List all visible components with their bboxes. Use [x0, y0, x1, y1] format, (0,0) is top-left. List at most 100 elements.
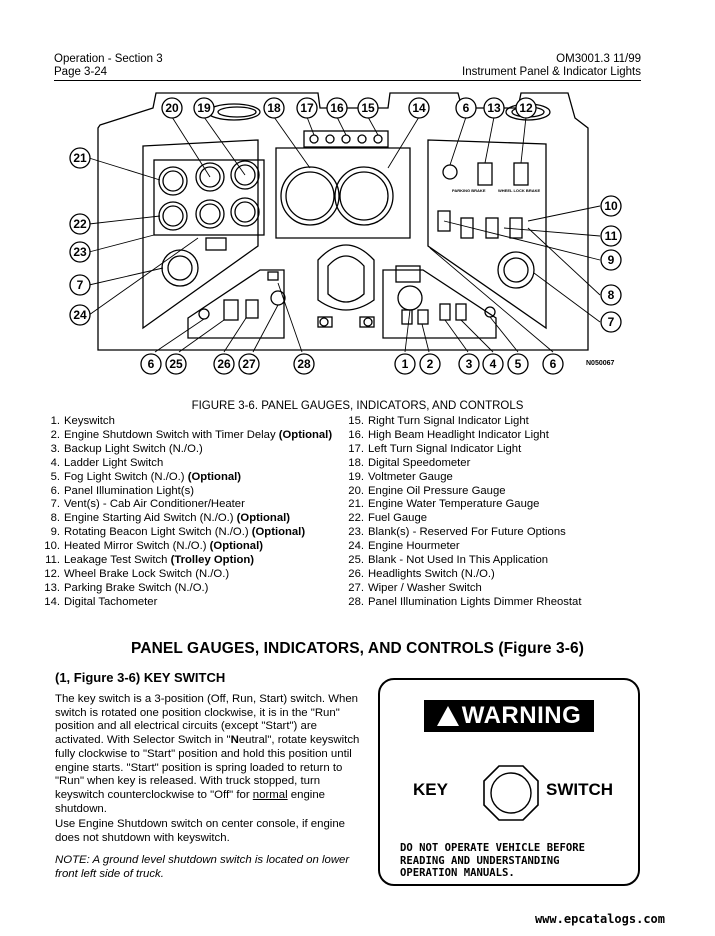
legend-item: 1.Keyswitch: [50, 415, 115, 427]
callout-6-bottom-left: 6: [140, 353, 162, 375]
callout-27: 27: [238, 353, 260, 375]
callout-3: 3: [458, 353, 480, 375]
section-label: Operation - Section 3: [54, 53, 163, 65]
svg-text:19: 19: [197, 101, 211, 115]
header-rule: [54, 80, 641, 81]
callout-20: 20: [161, 97, 183, 119]
keyswitch-description: The key switch is a 3-position (Off, Run…: [55, 693, 360, 815]
legend-item: 2.Engine Shutdown Switch with Timer Dela…: [50, 428, 333, 441]
callout-14: 14: [408, 97, 430, 119]
legend-item: 5.Fog Light Switch (N./O.) (Optional): [50, 470, 242, 483]
svg-text:4: 4: [490, 357, 497, 371]
svg-text:5: 5: [515, 357, 522, 371]
footer-url: www.epcatalogs.com: [534, 912, 665, 926]
switch-label: SWITCH: [546, 780, 614, 799]
subsection-title: (1, Figure 3-6) KEY SWITCH: [55, 670, 226, 685]
warning-banner: WARNING: [424, 700, 594, 732]
chapter-title: Instrument Panel & Indicator Lights: [462, 66, 641, 78]
callout-23: 23: [69, 241, 91, 263]
callout-7-right: 7: [600, 311, 622, 333]
svg-text:2: 2: [427, 357, 434, 371]
key-label: KEY: [413, 780, 448, 799]
octagon-button-icon: [483, 765, 539, 821]
legend-item: 18.Digital Speedometer: [348, 456, 471, 469]
legend-item: 27.Wiper / Washer Switch: [348, 581, 482, 594]
legend-item: 21.Engine Water Temperature Gauge: [348, 498, 540, 511]
figure-caption: FIGURE 3-6. PANEL GAUGES, INDICATORS, AN…: [191, 400, 524, 412]
left-console: [187, 269, 285, 339]
callout-28: 28: [293, 353, 315, 375]
svg-text:20: 20: [165, 101, 179, 115]
legend-item: 14.Digital Tachometer: [44, 595, 158, 608]
legend-item: 7.Vent(s) - Cab Air Conditioner/Heater: [50, 498, 245, 511]
legend-item: 20.Engine Oil Pressure Gauge: [348, 484, 506, 497]
warning-text: DO NOT OPERATE VEHICLE BEFORE READING AN…: [400, 842, 585, 879]
callout-8: 8: [600, 284, 622, 306]
callout-25: 25: [165, 353, 187, 375]
legend-right: 15.Right Turn Signal Indicator Light 16.…: [344, 415, 581, 610]
svg-text:3: 3: [466, 357, 473, 371]
svg-text:24: 24: [73, 308, 87, 322]
top-vent-left: [207, 103, 261, 121]
right-subpanel: [427, 139, 547, 330]
svg-text:13: 13: [487, 101, 501, 115]
callout-4: 4: [482, 353, 504, 375]
svg-text:16: 16: [330, 101, 344, 115]
ground-shutdown-note: NOTE: A ground level shutdown switch is …: [55, 854, 350, 880]
left-gauge-cluster: [153, 159, 265, 236]
center-gauge-panel: [275, 147, 411, 239]
legend-item: 15.Right Turn Signal Indicator Light: [348, 415, 529, 427]
indicator-strip: [303, 130, 389, 148]
section-title: PANEL GAUGES, INDICATORS, AND CONTROLS (…: [131, 640, 584, 657]
callout-19: 19: [193, 97, 215, 119]
svg-text:23: 23: [73, 245, 87, 259]
legend-item: 13.Parking Brake Switch (N./O.): [44, 581, 209, 594]
svg-text:11: 11: [605, 229, 618, 243]
right-console: [382, 269, 497, 339]
svg-text:26: 26: [217, 357, 231, 371]
speedometer-gauge: [280, 166, 340, 226]
legend-item: 28.Panel Illumination Lights Dimmer Rheo…: [348, 595, 582, 608]
svg-text:27: 27: [242, 357, 256, 371]
shutdown-instruction: Use Engine Shutdown switch on center con…: [55, 818, 346, 844]
callout-12: 12: [515, 97, 537, 119]
keyswitch: [397, 285, 423, 311]
right-vent: [497, 251, 535, 289]
svg-text:21: 21: [73, 151, 87, 165]
callout-26: 26: [213, 353, 235, 375]
callout-7-left: 7: [69, 274, 91, 296]
legend-item: 23.Blank(s) - Reserved For Future Option…: [348, 526, 566, 539]
center-console: [317, 244, 375, 311]
legend-item: 3.Backup Light Switch (N./O.): [50, 442, 203, 455]
tachometer-gauge: [334, 166, 394, 226]
svg-text:28: 28: [297, 357, 311, 371]
svg-text:7: 7: [608, 315, 615, 329]
callout-16: 16: [326, 97, 348, 119]
svg-text:7: 7: [77, 278, 84, 292]
legend-item: 12.Wheel Brake Lock Switch (N./O.): [44, 567, 230, 580]
svg-text:1: 1: [402, 357, 409, 371]
legend-item: 22.Fuel Gauge: [348, 512, 428, 525]
callout-15: 15: [357, 97, 379, 119]
wheel-lock-switch: [513, 162, 529, 186]
svg-text:18: 18: [267, 101, 281, 115]
parking-brake-label: PARKING BRAKE: [452, 188, 486, 193]
svg-text:17: 17: [300, 101, 314, 115]
svg-text:6: 6: [463, 101, 470, 115]
callout-17: 17: [296, 97, 318, 119]
svg-text:15: 15: [361, 101, 375, 115]
callout-22: 22: [69, 213, 91, 235]
svg-text:9: 9: [608, 253, 615, 267]
callout-9: 9: [600, 249, 622, 271]
legend-item: 16.High Beam Headlight Indicator Light: [348, 428, 549, 441]
legend-left: 1.Keyswitch 2.Engine Shutdown Switch wit…: [40, 415, 332, 610]
parking-brake-switch: [477, 162, 493, 186]
legend-item: 25.Blank - Not Used In This Application: [348, 554, 549, 567]
document-id: OM3001.3 11/99: [556, 53, 641, 65]
instrument-panel-diagram: 20 19 18 17 16 15 14 6 13 12 21 22 23 7 …: [69, 92, 622, 375]
legend-item: 24.Engine Hourmeter: [348, 540, 460, 553]
legend-item: 17.Left Turn Signal Indicator Light: [348, 442, 522, 455]
legend-item: 26.Headlights Switch (N./O.): [348, 567, 495, 580]
svg-text:6: 6: [148, 357, 155, 371]
legend-item: 9.Rotating Beacon Light Switch (N./O.) (…: [50, 526, 306, 539]
